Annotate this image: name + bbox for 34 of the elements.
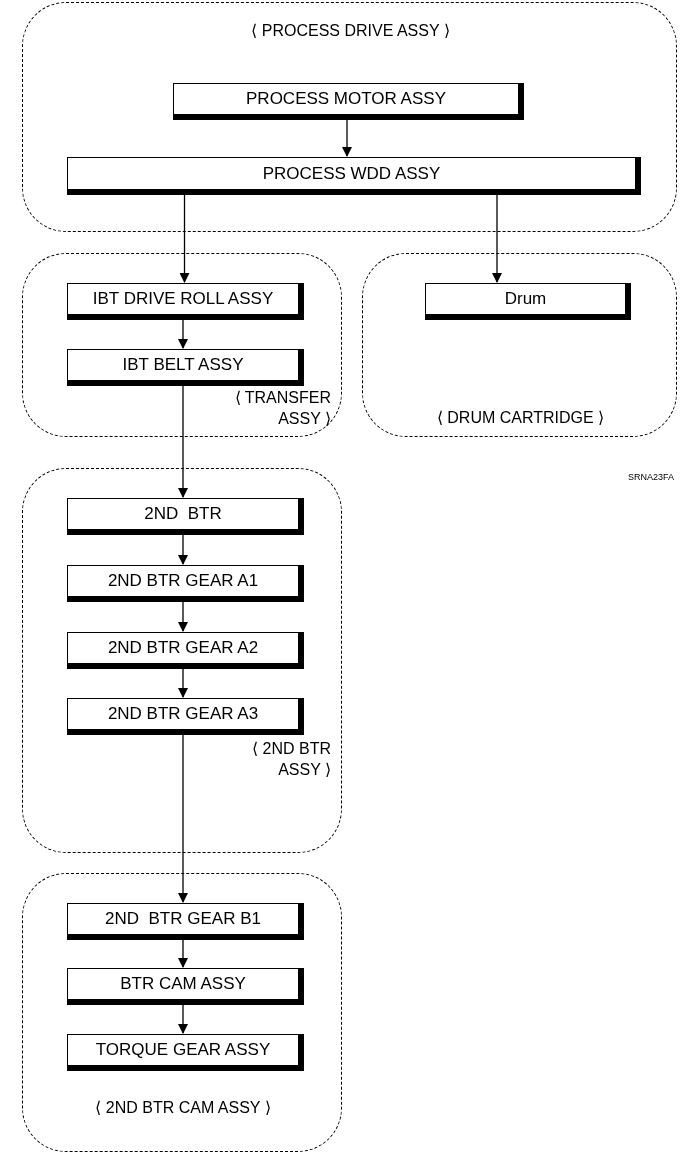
component-box: 2ND BTR GEAR A3 xyxy=(67,698,304,735)
component-box: 2ND BTR xyxy=(67,498,304,535)
component-box: 2ND BTR GEAR B1 xyxy=(67,903,304,940)
dashed-group-outline xyxy=(22,253,342,437)
arrow xyxy=(178,733,188,903)
arrow xyxy=(178,318,188,349)
component-box: 2ND BTR GEAR A2 xyxy=(67,632,304,669)
component-box: TORQUE GEAR ASSY xyxy=(67,1034,304,1071)
arrow xyxy=(342,118,352,157)
dashed-group-outline xyxy=(22,873,342,1152)
arrow xyxy=(492,193,502,283)
arrow xyxy=(178,384,188,498)
component-box: 2ND BTR GEAR A1 xyxy=(67,565,304,602)
group-title: ⟨ 2ND BTR CAM ASSY ⟩ xyxy=(94,1098,272,1118)
component-box: IBT BELT ASSY xyxy=(67,349,304,386)
arrow xyxy=(178,1003,188,1034)
arrow xyxy=(178,938,188,968)
arrow xyxy=(178,667,188,698)
component-box: BTR CAM ASSY xyxy=(67,968,304,1005)
dashed-group-outline xyxy=(22,2,677,232)
group-title: ⟨ TRANSFER ASSY ⟩ xyxy=(233,388,331,429)
dashed-group-outline xyxy=(22,468,342,853)
component-box: PROCESS MOTOR ASSY xyxy=(173,83,524,120)
arrow xyxy=(179,193,190,283)
group-title: ⟨ DRUM CARTRIDGE ⟩ xyxy=(435,408,606,428)
group-title: ⟨ 2ND BTR ASSY ⟩ xyxy=(251,739,331,780)
arrow xyxy=(178,533,188,565)
group-title: ⟨ PROCESS DRIVE ASSY ⟩ xyxy=(250,21,451,41)
arrow xyxy=(178,600,188,632)
component-box: Drum xyxy=(425,283,631,320)
component-box: PROCESS WDD ASSY xyxy=(67,157,641,195)
figure-code: SRNA23FA xyxy=(628,472,675,482)
dashed-group-outline xyxy=(362,253,677,437)
component-box: IBT DRIVE ROLL ASSY xyxy=(67,283,304,320)
